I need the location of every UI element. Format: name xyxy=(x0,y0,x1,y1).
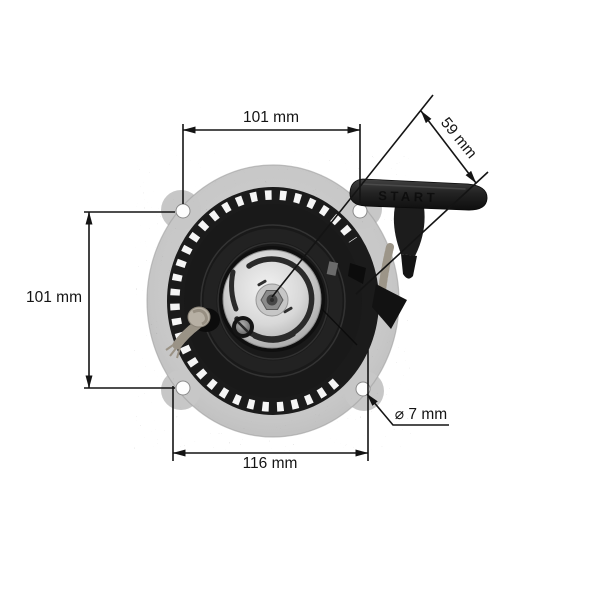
pull-rope xyxy=(372,243,407,329)
dim-top-extension-lines xyxy=(182,124,361,204)
dim-left-label: 101 mm xyxy=(26,289,82,306)
pull-rope-stub xyxy=(165,306,220,359)
mounting-hole-top-left xyxy=(175,203,191,219)
ratchet-teeth xyxy=(170,190,357,412)
dia-leader: ⌀ 7 mm xyxy=(366,393,449,426)
dim-bottom-label: 116 mm xyxy=(243,455,298,472)
handle-stem xyxy=(393,206,425,256)
mounting-hole-bottom-left xyxy=(175,380,191,396)
handle-stem-tip xyxy=(401,254,417,279)
dim-left: 101 mm xyxy=(26,211,175,389)
rope-guide xyxy=(372,284,407,329)
dim-left-extension-lines xyxy=(84,211,175,389)
dim-handle-extension-lower xyxy=(355,171,489,295)
dia-leader-line xyxy=(366,393,449,426)
rope-fray xyxy=(165,342,181,359)
dim-top: 101 mm xyxy=(182,109,361,204)
pulley-mold-line xyxy=(317,304,358,346)
handle-grip xyxy=(349,178,488,211)
dim-handle-extension-center xyxy=(271,94,434,298)
dim-handle-line xyxy=(420,110,477,184)
dia-leader-label: ⌀ 7 mm xyxy=(395,406,447,423)
plate-slot xyxy=(257,279,267,287)
pulley-tab xyxy=(348,263,366,284)
spiral-groove-left xyxy=(229,269,239,312)
starter-plate xyxy=(222,249,322,349)
pulley-pawl xyxy=(326,261,339,276)
plate-slot xyxy=(283,306,293,314)
mounting-hole-bottom-right xyxy=(355,381,371,397)
start-handle: START xyxy=(349,178,488,279)
mounting-holes xyxy=(175,203,371,397)
spiral-groove-hook xyxy=(252,331,296,343)
dim-handle-label: 59 mm xyxy=(437,114,480,162)
handle-start-label: START xyxy=(378,188,438,205)
dim-top-label: 101 mm xyxy=(243,109,299,126)
